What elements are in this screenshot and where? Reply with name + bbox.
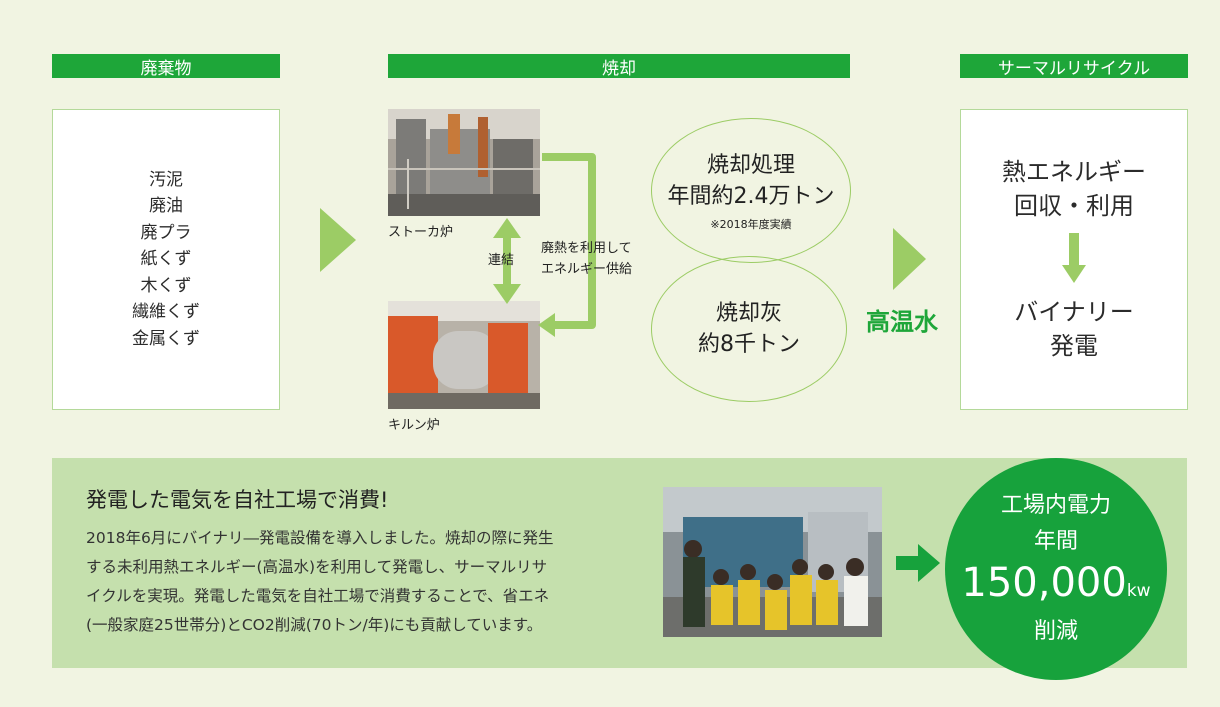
power-line1: 工場内電力 xyxy=(1000,493,1111,518)
flow-arrow-icon xyxy=(320,208,356,272)
power-reduction-circle: 工場内電力 年間 150,000kw 削減 xyxy=(945,458,1167,680)
processing-line1: 焼却処理 xyxy=(706,152,795,178)
processing-circle: 焼却処理 年間約2.4万トン ※2018年度実績 xyxy=(651,118,851,263)
waste-item: 金属くず xyxy=(132,328,200,349)
power-line4: 削減 xyxy=(1033,619,1078,644)
bottom-title: 発電した電気を自社工場で消費! xyxy=(86,488,389,512)
waste-item: 繊維くず xyxy=(132,302,200,323)
stoker-caption: ストーカ炉 xyxy=(388,225,454,240)
heat-connection-arrows xyxy=(493,153,596,337)
waste-item: 紙くず xyxy=(140,249,192,270)
header-waste: 廃棄物 xyxy=(52,54,280,79)
waste-item: 汚泥 xyxy=(149,169,183,190)
group-photo xyxy=(663,487,882,637)
arrow-down-icon xyxy=(1062,233,1086,283)
ash-circle: 焼却灰 約8千トン xyxy=(651,256,847,402)
ash-line2: 約8千トン xyxy=(698,332,800,357)
waste-item: 廃油 xyxy=(149,196,183,217)
header-incineration: 焼却 xyxy=(388,54,850,79)
processing-line2: 年間約2.4万トン xyxy=(667,183,835,209)
kiln-furnace-photo xyxy=(388,301,540,409)
waste-list-box: 汚泥 廃油 廃プラ 紙くず 木くず 繊維くず 金属くず xyxy=(52,109,280,410)
heat-supply-label: 廃熱を利用して エネルギー供給 xyxy=(541,241,633,277)
link-label: 連結 xyxy=(488,253,515,268)
waste-item: 廃プラ xyxy=(140,222,192,243)
processing-note: ※2018年度実績 xyxy=(710,217,792,231)
stoker-furnace-photo xyxy=(388,109,540,216)
binary-generation-text: バイナリー 発電 xyxy=(1014,298,1134,360)
thermal-recycle-box: 熱エネルギー 回収・利用 バイナリー 発電 xyxy=(960,109,1188,410)
hot-water-label: 高温水 xyxy=(866,308,938,336)
power-value: 150,000 xyxy=(961,560,1127,606)
waste-item: 木くず xyxy=(140,275,192,296)
power-value-row: 150,000kw xyxy=(961,560,1150,614)
arrow-right-icon xyxy=(896,544,940,582)
kiln-caption: キルン炉 xyxy=(388,418,440,433)
bottom-body: 2018年6月にバイナリ―発電設備を導入しました。焼却の際に発生 する未利用熱エ… xyxy=(86,529,554,634)
flow-arrow-icon xyxy=(893,228,926,290)
header-thermal-recycle: サーマルリサイクル xyxy=(960,54,1188,79)
ash-line1: 焼却灰 xyxy=(715,301,782,326)
power-line2: 年間 xyxy=(1033,529,1078,554)
energy-recovery-text: 熱エネルギー 回収・利用 xyxy=(1002,158,1146,220)
power-unit: kw xyxy=(1126,581,1151,601)
